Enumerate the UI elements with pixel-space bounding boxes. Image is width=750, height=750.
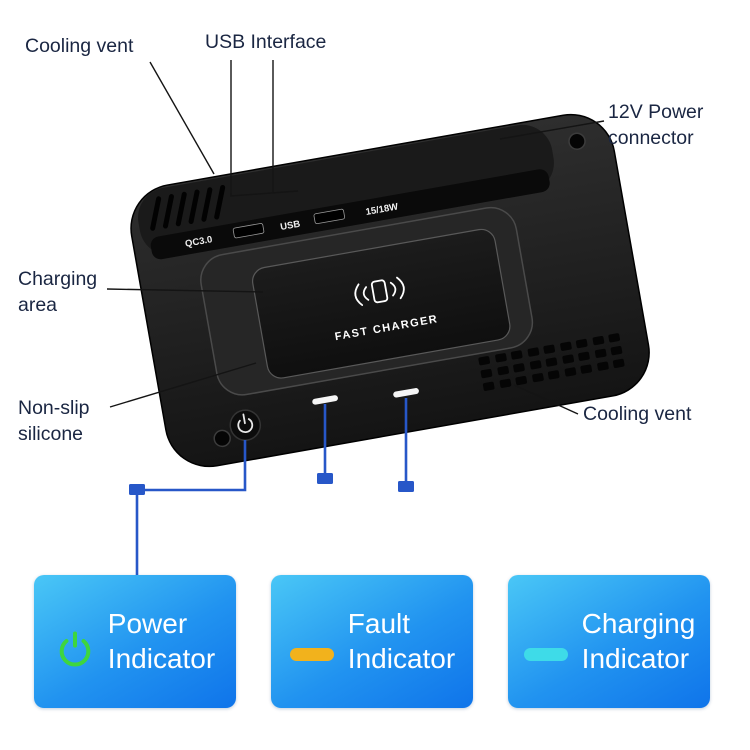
power-icon [55,629,95,669]
legend-charging-line2: Indicator [581,642,690,674]
wireless-charging-icon [354,276,405,306]
leader-cooling-vent-top [149,61,215,175]
legend-power-line1: Power [107,608,188,640]
fault-dash-glyph [289,647,334,661]
leader-non-slip [109,362,257,408]
charging-dash-glyph [523,647,568,661]
callout-cooling-vent-top: Cooling vent [25,35,134,57]
power-button [229,409,262,441]
leader-lines [106,60,605,415]
connector-node-charging [398,481,414,492]
usb-port-2 [313,208,346,225]
callout-charging-area: Charging area [18,268,98,316]
screw-hole-right [568,132,586,151]
cooling-vent-right-slots [478,333,625,391]
connector-power [135,440,247,576]
leader-cooling-vent-right [513,384,579,415]
callout-cooling-vent-right: Cooling vent [583,403,692,425]
connector-node-power [129,484,145,495]
callout-usb-interface: USB Interface [205,31,327,53]
leader-power-connector [499,120,605,140]
cooling-vent-left-slots [150,185,226,231]
fault-icon [289,635,335,675]
legend-charging-line1: Charging [581,608,696,640]
connector-node-fault [317,473,333,484]
screw-hole-left [213,429,231,448]
legend-charging-label: Charging Indicator [582,607,696,675]
legend-fault-label: Fault Indicator [348,607,455,675]
charging-pad [252,228,511,379]
charging-icon [523,635,569,675]
charging-led [393,388,419,398]
callout-12v-power-connector: 12V Power connector [608,101,704,149]
legend-fault-indicator: Fault Indicator [271,575,473,708]
legend-fault-line1: Fault [347,608,411,640]
port-strip [150,169,550,260]
legend-fault-line2: Indicator [347,642,456,674]
leader-charging-area [106,288,264,293]
usb-port-1 [232,223,265,239]
legend-charging-indicator: Charging Indicator [508,575,710,708]
legend-power-line2: Indicator [107,642,216,674]
power-symbol-glyph [59,630,91,667]
fault-led [312,395,338,405]
port-label-usb: USB [280,219,302,233]
connector-nodes [129,473,414,495]
callout-non-slip-silicone: Non-slip silicone [18,397,90,445]
legend-power-indicator: Power Indicator [34,575,236,708]
legend-power-label: Power Indicator [108,607,215,675]
leader-usb-1 [230,60,299,197]
indicator-connectors [135,398,408,576]
charger-device: QC3.0 USB 15/18W FAST CHARGER [130,113,650,468]
port-label-qc30: QC3.0 [184,234,213,250]
